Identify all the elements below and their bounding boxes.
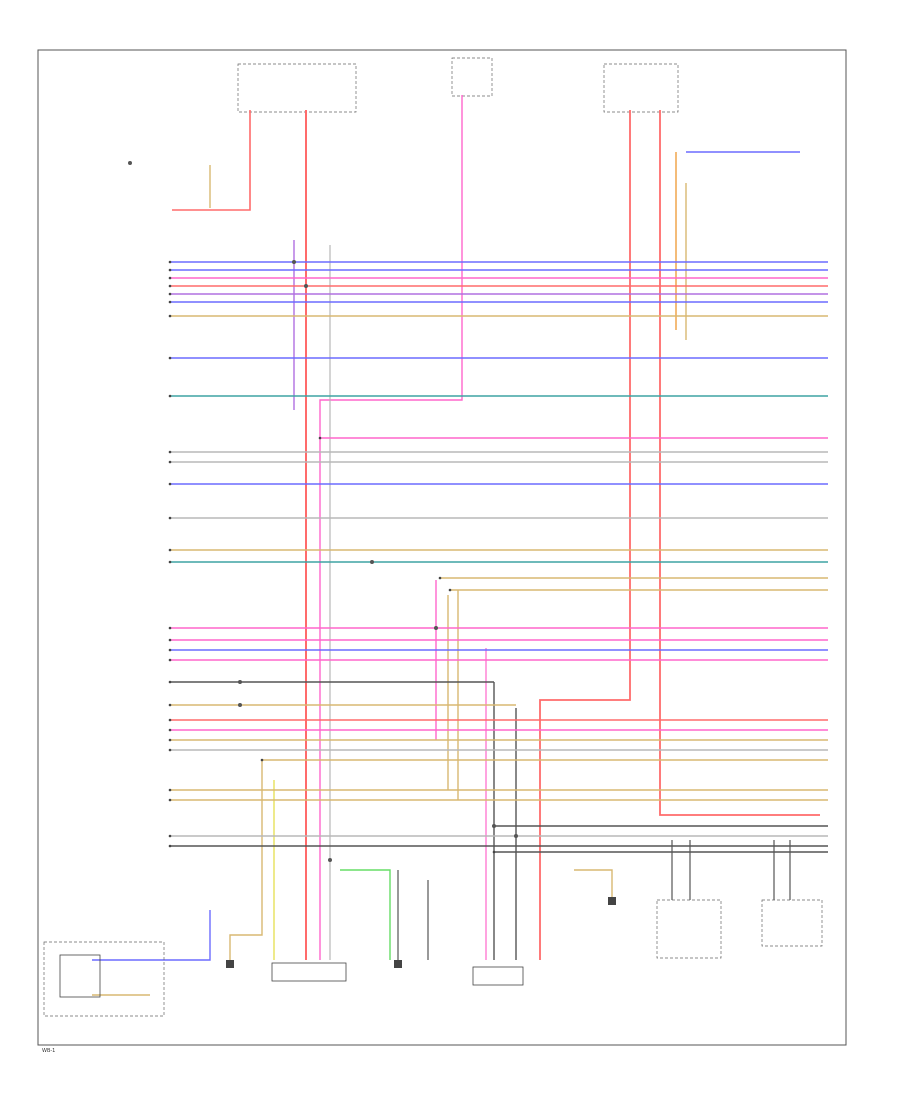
splice-dot	[128, 161, 132, 165]
connector-block-right	[472, 966, 524, 986]
pin-dot	[168, 648, 172, 652]
wire-red-feed-3	[539, 110, 631, 960]
pin-dot	[168, 718, 172, 722]
diagram-border	[37, 49, 847, 1046]
splice-dot	[304, 284, 308, 288]
pin-dot	[492, 850, 496, 854]
pin-dot	[168, 450, 172, 454]
pin-dot	[168, 300, 172, 304]
module-box-left	[59, 954, 101, 998]
pin-dot	[168, 728, 172, 732]
horizontal-wires	[168, 260, 828, 854]
ground-point-2	[608, 897, 616, 905]
pin-dot	[168, 284, 172, 288]
pin-dot	[168, 658, 172, 662]
splice-dot	[292, 260, 296, 264]
components	[43, 897, 823, 1017]
wire-tan-lower-right	[574, 869, 613, 900]
pin-dot	[168, 516, 172, 520]
splice-points	[128, 161, 518, 862]
pin-dot	[168, 260, 172, 264]
pin-dot	[168, 276, 172, 280]
wire-blue-lower-left	[92, 910, 211, 961]
pin-dot	[168, 356, 172, 360]
splice-dot	[238, 680, 242, 684]
pin-dot	[168, 548, 172, 552]
splice-dot	[238, 703, 242, 707]
pin-dot	[168, 482, 172, 486]
wire-green-lower	[340, 869, 391, 960]
pin-dot	[168, 560, 172, 564]
pin-dot	[260, 758, 264, 762]
wire-tan-lower-left	[229, 760, 263, 960]
pin-dot	[168, 268, 172, 272]
pin-dot	[168, 394, 172, 398]
pin-dot	[168, 460, 172, 464]
pin-dot	[168, 292, 172, 296]
ground-point-1	[226, 960, 234, 968]
pin-dot	[318, 436, 322, 440]
page-id: WB-1	[42, 1048, 55, 1054]
connector-block-center	[271, 962, 347, 982]
splice-dot	[492, 824, 496, 828]
fuse-box-right	[603, 63, 679, 113]
vertical-wires	[92, 95, 820, 996]
wire-pink-feed	[319, 95, 463, 960]
pin-dot	[168, 314, 172, 318]
module-box-right-1	[656, 899, 722, 959]
pin-dot	[168, 626, 172, 630]
splice-dot	[514, 834, 518, 838]
splice-dot	[434, 626, 438, 630]
fuse-box-center	[451, 57, 493, 97]
pin-dot	[168, 798, 172, 802]
wire-red-feed-4	[659, 110, 820, 816]
component-box-1	[43, 941, 165, 1017]
pin-dot	[168, 748, 172, 752]
pin-dot	[438, 576, 442, 580]
module-box-right-2	[761, 899, 823, 947]
pin-dot	[168, 738, 172, 742]
splice-dot	[328, 858, 332, 862]
pin-dot	[168, 638, 172, 642]
ground-point-3	[394, 960, 402, 968]
pin-dot	[168, 844, 172, 848]
pin-dot	[168, 703, 172, 707]
pin-dot	[168, 834, 172, 838]
pin-dot	[168, 680, 172, 684]
wire-red-feed-1	[172, 110, 251, 211]
splice-dot	[370, 560, 374, 564]
fuse-box-left	[237, 63, 357, 113]
pin-dot	[168, 788, 172, 792]
pin-dot	[448, 588, 452, 592]
